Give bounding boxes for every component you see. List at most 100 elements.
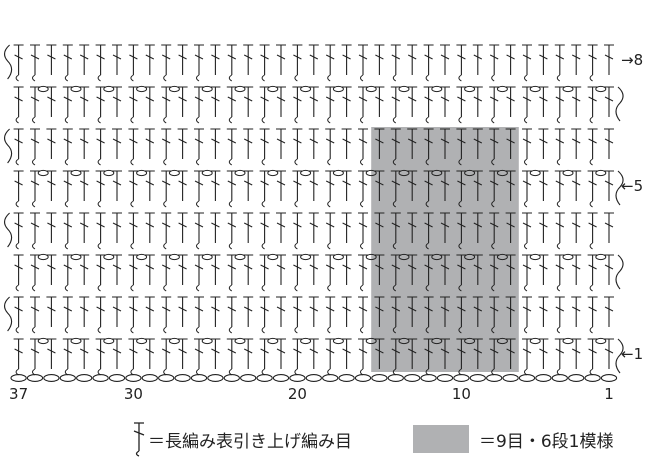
turning-chain (615, 170, 624, 206)
stitch-slash (604, 306, 614, 312)
chain-stitch (168, 85, 180, 93)
double-crochet-stitch (62, 128, 73, 159)
double-crochet-stitch (112, 128, 122, 159)
double-crochet-stitch (440, 86, 450, 117)
double-crochet-stitch (374, 254, 385, 285)
stitch-slash (506, 348, 515, 354)
stitch-slash (112, 96, 122, 102)
stitch-slash (227, 96, 237, 102)
stitch-slash (571, 348, 581, 354)
front-post-hook (196, 326, 200, 334)
chain-stitch (595, 337, 607, 345)
stitch-slash (571, 180, 581, 186)
chain-stitch (398, 85, 410, 93)
chain-stitch (103, 85, 115, 93)
double-crochet-stitch (112, 170, 122, 201)
stitch-slash (14, 348, 23, 354)
double-crochet-stitch (30, 170, 40, 201)
chain-stitch (502, 374, 519, 382)
stitch-slash (604, 180, 614, 186)
front-post-hook (458, 242, 462, 250)
stitch-slash (14, 180, 23, 186)
stitch-slash (178, 180, 187, 186)
double-crochet-stitch (522, 296, 532, 327)
stitch-slash (309, 264, 319, 270)
stitch-slash (178, 264, 187, 270)
double-crochet-stitch (292, 86, 303, 117)
double-crochet-stitch (407, 254, 418, 285)
chain-stitch (486, 374, 503, 382)
double-crochet-stitch (571, 170, 582, 201)
front-post-hook (32, 116, 36, 124)
chain-stitch (431, 253, 443, 261)
chain-stitch (398, 337, 410, 345)
stitch-slash (243, 180, 253, 186)
double-crochet-stitch (505, 170, 516, 201)
stitch-slash (112, 180, 122, 186)
double-crochet-stitch (30, 44, 40, 75)
double-crochet-stitch (456, 128, 467, 159)
double-crochet-stitch (46, 44, 57, 75)
stitch-slash (375, 138, 384, 144)
stitch-slash (178, 138, 187, 144)
chain-stitch (201, 337, 213, 345)
stitch-slash (555, 264, 565, 270)
double-crochet-stitch (161, 170, 172, 201)
stitch-slash (276, 222, 286, 228)
chain-stitch (70, 337, 82, 345)
double-crochet-stitch (571, 128, 582, 159)
double-crochet-stitch (276, 86, 286, 117)
stitch-slash (604, 138, 614, 144)
stitch-slash (539, 222, 548, 228)
front-post-hook (196, 284, 200, 292)
double-crochet-stitch (538, 212, 549, 243)
stitch-slash (522, 54, 532, 60)
double-crochet-stitch (30, 86, 40, 117)
stitch-slash (112, 54, 122, 60)
double-crochet-stitch (587, 338, 598, 369)
stitch-slash (391, 222, 401, 228)
chain-stitch (234, 85, 246, 93)
stitch-slash (489, 306, 499, 312)
double-crochet-stitch (276, 44, 286, 75)
double-crochet-stitch (13, 44, 24, 75)
double-crochet-stitch (390, 170, 401, 201)
double-crochet-stitch (522, 86, 532, 117)
double-crochet-stitch (276, 338, 286, 369)
double-crochet-stitch (538, 128, 549, 159)
double-crochet-stitch (243, 296, 254, 327)
stitch-slash (129, 96, 138, 102)
double-crochet-stitch (341, 128, 352, 159)
front-post-hook (425, 368, 429, 376)
stitch-slash (79, 54, 89, 60)
stitch-slash (145, 180, 155, 186)
double-crochet-stitch (161, 254, 172, 285)
front-post-hook (97, 284, 101, 292)
double-crochet-stitch (79, 128, 90, 159)
chain-stitch (240, 374, 257, 382)
stitch-slash (522, 306, 532, 312)
chain-stitch (70, 85, 82, 93)
front-post-hook (15, 200, 19, 208)
double-crochet-stitch (472, 296, 483, 327)
stitch-slash (358, 306, 368, 312)
chain-stitch (496, 337, 508, 345)
legend-repeat: ＝9目・6段1模様 (413, 424, 613, 454)
stitch-slash (358, 138, 368, 144)
stitch-slash (79, 180, 89, 186)
double-crochet-stitch (587, 212, 598, 243)
double-crochet-stitch (325, 296, 336, 327)
chain-stitch (267, 85, 279, 93)
stitch-slash (555, 138, 565, 144)
double-crochet-stitch (259, 254, 270, 285)
double-crochet-stitch (390, 86, 401, 117)
front-post-hook (458, 158, 462, 166)
front-post-hook (32, 200, 36, 208)
double-crochet-stitch (472, 128, 483, 159)
stitch-slash (555, 54, 565, 60)
stitch-slash (161, 54, 171, 60)
stitch-slash (293, 348, 302, 354)
double-crochet-stitch (390, 44, 401, 75)
double-crochet-stitch (390, 128, 401, 159)
stitch-slash (211, 264, 220, 270)
